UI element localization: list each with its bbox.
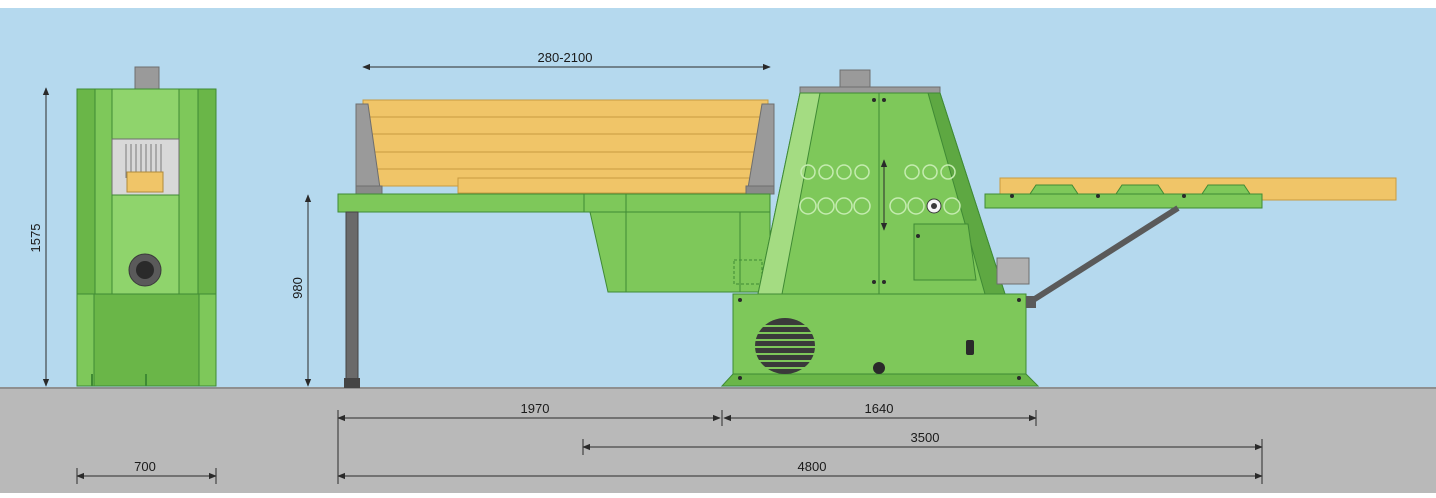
dimension-lines bbox=[42, 63, 1263, 484]
dim-label-machine-width: 700 bbox=[134, 459, 156, 474]
floor bbox=[0, 388, 1436, 493]
dim-label-total-length: 4800 bbox=[798, 459, 827, 474]
dim-label-workpiece-length: 280-2100 bbox=[538, 50, 593, 65]
white-border bbox=[0, 0, 1436, 8]
dim-label-infeed-length: 1970 bbox=[521, 401, 550, 416]
dim-label-base-length: 1640 bbox=[865, 401, 894, 416]
dim-label-table-height: 980 bbox=[290, 277, 305, 299]
workpiece-stack bbox=[362, 99, 769, 194]
dim-label-outfeed-span: 3500 bbox=[911, 430, 940, 445]
end-view-machine bbox=[76, 66, 217, 387]
outfeed-table bbox=[984, 177, 1397, 308]
main-machine bbox=[720, 69, 1040, 387]
infeed-table bbox=[337, 99, 775, 388]
dim-label-overall-height: 1575 bbox=[28, 224, 43, 253]
